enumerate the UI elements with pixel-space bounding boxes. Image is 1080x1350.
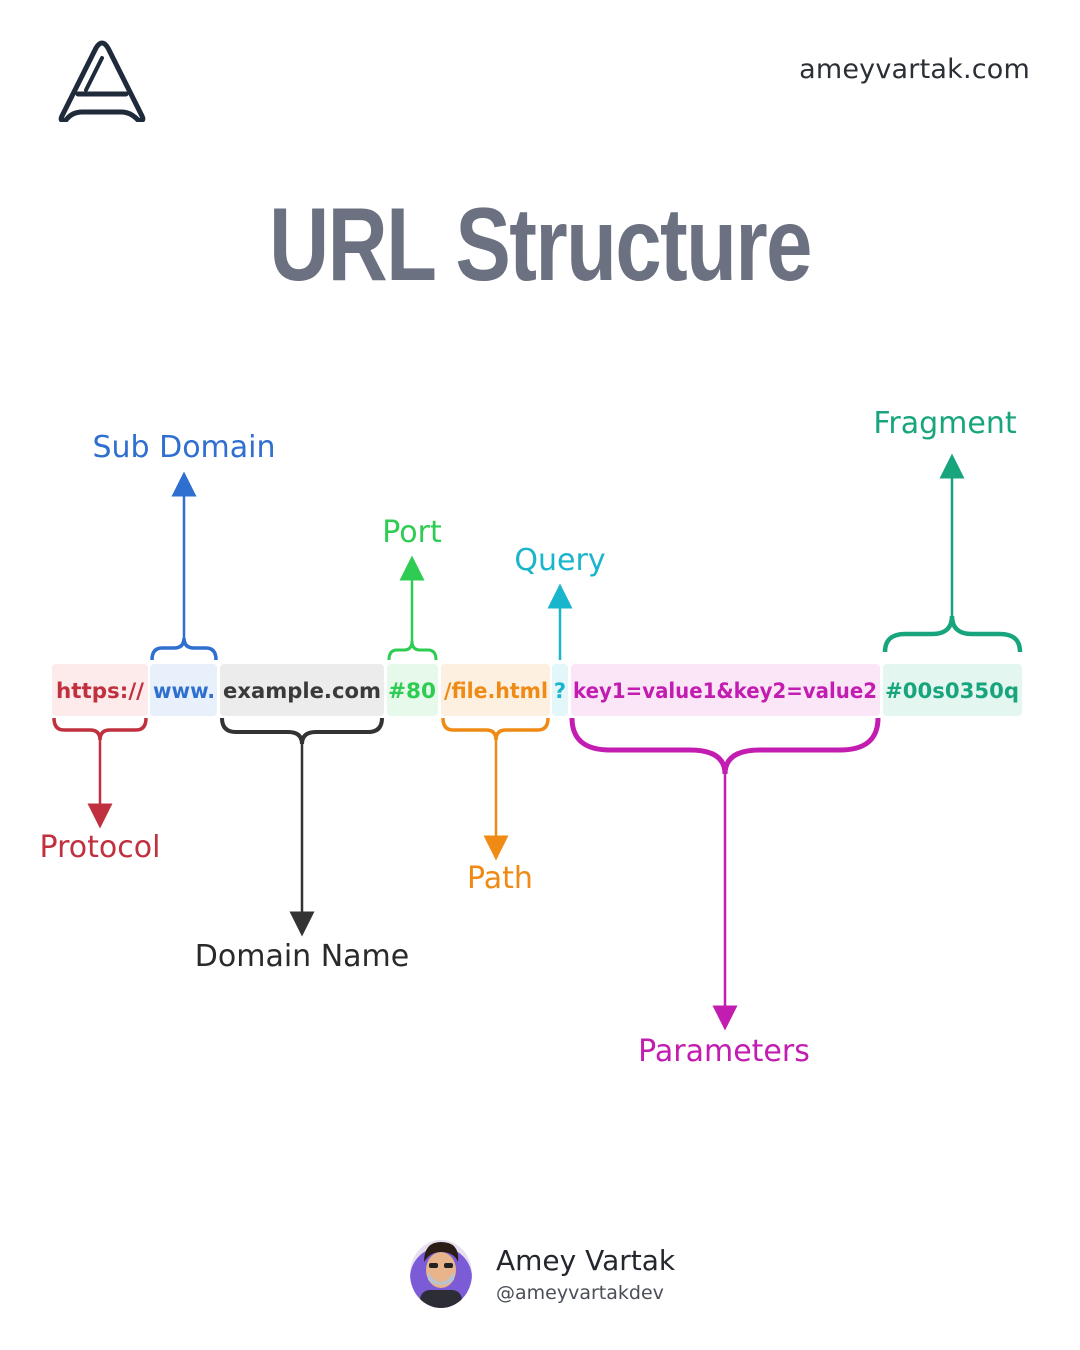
author-card: Amey Vartak @ameyvartakdev [408,1232,708,1316]
page-title: URL Structure [269,187,812,303]
avatar-icon [410,1240,472,1308]
params-box [571,664,880,716]
path-box [441,664,550,716]
subdomain-box [150,664,217,716]
segment-protocol: https:// [56,679,144,703]
protocol-bracket [52,717,148,741]
query-box [552,664,568,716]
port-bracket [387,640,438,661]
label-params: Parameters [638,1034,810,1069]
segment-path: /file.html [444,679,548,703]
label-path: Path [467,861,533,896]
segment-subdomain: www. [153,679,215,703]
segment-query: ? [554,679,566,703]
logo-a-icon [58,40,146,122]
path-bracket [441,717,550,741]
label-port: Port [382,515,442,550]
domain-box [220,664,384,716]
fragment-box [883,664,1022,716]
author-handle[interactable]: @ameyvartakdev [496,1282,664,1304]
label-fragment: Fragment [873,406,1017,441]
segment-fragment: #00s0350q [885,679,1019,703]
label-subdomain: Sub Domain [92,430,275,465]
label-domain: Domain Name [195,939,409,974]
port-box [387,664,438,716]
subdomain-bracket [150,637,218,661]
segment-params: key1=value1&key2=value2 [573,679,877,703]
fragment-bracket [882,615,1023,653]
domain-bracket [220,717,384,745]
label-protocol: Protocol [40,830,161,865]
site-url[interactable]: ameyvartak.com [799,54,1030,85]
protocol-box [52,664,148,716]
author-name: Amey Vartak [496,1244,676,1277]
segment-port: #80 [388,679,436,703]
params-bracket [569,717,881,775]
label-query: Query [514,543,605,578]
segment-domain: example.com [223,679,381,703]
